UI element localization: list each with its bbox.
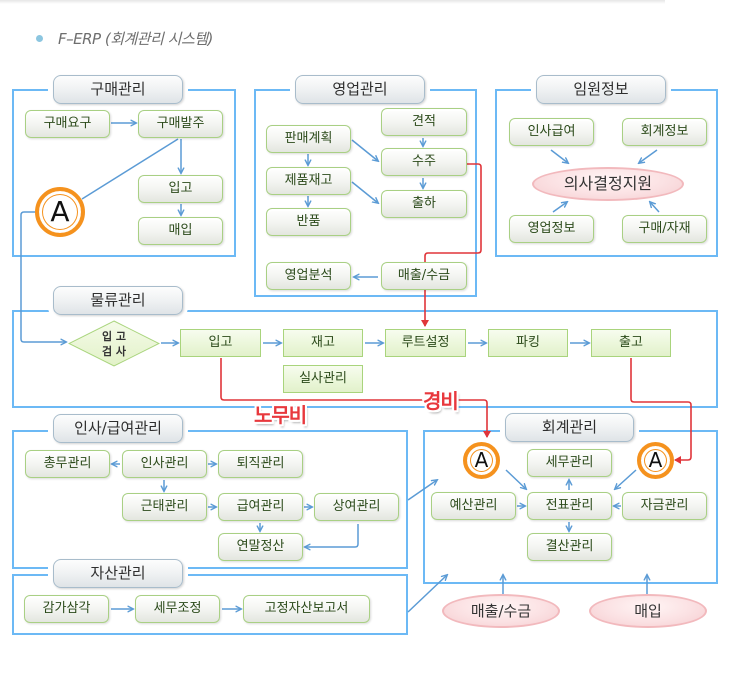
top-shadow bbox=[0, 0, 665, 4]
node-purchase-request[interactable]: 구매요구 bbox=[25, 110, 110, 138]
node-returns[interactable]: 반품 bbox=[266, 208, 351, 236]
section-title-sales: 영업관리 bbox=[295, 75, 425, 104]
flow-label-expense: 경비 bbox=[423, 389, 459, 413]
node-attendance[interactable]: 근태관리 bbox=[122, 493, 207, 521]
node-year-end-settlement[interactable]: 연말정산 bbox=[218, 533, 303, 561]
bullet-icon bbox=[36, 34, 43, 42]
flow-label-labor-cost: 노무비 bbox=[254, 403, 307, 427]
node-stock-audit[interactable]: 실사관리 bbox=[283, 365, 363, 393]
node-purchase-material[interactable]: 구매/자재 bbox=[622, 215, 707, 243]
node-tax-adjustment[interactable]: 세무조정 bbox=[135, 595, 220, 623]
node-picking[interactable]: 파킹 bbox=[488, 329, 568, 357]
diamond-shape bbox=[68, 320, 160, 367]
inspection-label-line1: 입 고 bbox=[101, 330, 127, 343]
connector-a-purchase: A bbox=[35, 187, 85, 237]
node-accounting-info[interactable]: 회계정보 bbox=[622, 118, 707, 146]
node-release[interactable]: 출고 bbox=[591, 329, 671, 357]
input-purchase[interactable]: 매입 bbox=[589, 594, 707, 628]
node-payroll[interactable]: 급여관리 bbox=[218, 493, 303, 521]
node-inventory[interactable]: 재고 bbox=[283, 329, 363, 357]
section-title-executive: 임원정보 bbox=[536, 75, 666, 104]
node-voucher[interactable]: 전표관리 bbox=[527, 492, 612, 520]
node-sales-collection[interactable]: 매출/수금 bbox=[381, 262, 467, 290]
node-sales-info[interactable]: 영업정보 bbox=[509, 215, 594, 243]
page-title-text: F–ERP (회계관리 시스템) bbox=[58, 29, 213, 48]
connector-a-accounting-left: A bbox=[463, 442, 500, 479]
section-hr bbox=[12, 430, 408, 569]
inspection-label-line2: 검 사 bbox=[101, 345, 127, 358]
inspection-label: 입 고 검 사 bbox=[68, 329, 160, 359]
node-purchase-receiving[interactable]: 입고 bbox=[138, 175, 223, 203]
node-hr-payroll-info[interactable]: 인사급여 bbox=[509, 118, 594, 146]
node-decision-support[interactable]: 의사결정지원 bbox=[532, 167, 684, 201]
section-assets bbox=[12, 574, 408, 635]
node-product-stock[interactable]: 제품재고 bbox=[266, 167, 351, 195]
node-retirement[interactable]: 퇴직관리 bbox=[218, 450, 303, 478]
connector-a-accounting-right: A bbox=[637, 442, 674, 479]
input-sales-collection[interactable]: 매출/수금 bbox=[442, 594, 560, 628]
node-funds[interactable]: 자금관리 bbox=[622, 492, 707, 520]
node-general-affairs[interactable]: 총무관리 bbox=[25, 450, 110, 478]
node-receiving-inspection[interactable]: 입 고 검 사 bbox=[68, 320, 160, 367]
node-fixed-asset-report[interactable]: 고정자산보고서 bbox=[243, 595, 370, 623]
node-sales-analysis[interactable]: 영업분석 bbox=[266, 262, 351, 290]
node-depreciation[interactable]: 감가삼각 bbox=[24, 595, 109, 623]
node-sales-plan[interactable]: 판매계획 bbox=[266, 125, 351, 153]
node-bonus[interactable]: 상여관리 bbox=[314, 493, 399, 521]
node-shipment[interactable]: 출하 bbox=[381, 190, 467, 218]
node-route-setting[interactable]: 루트설정 bbox=[385, 329, 466, 357]
page-title: F–ERP (회계관리 시스템) bbox=[36, 28, 213, 48]
section-title-assets: 자산관리 bbox=[53, 559, 183, 588]
node-personnel[interactable]: 인사관리 bbox=[122, 450, 207, 478]
node-purchase-order[interactable]: 구매발주 bbox=[138, 110, 223, 138]
section-title-logistics: 물류관리 bbox=[53, 286, 183, 315]
section-title-accounting: 회계관리 bbox=[505, 413, 634, 442]
node-purchase-purchase[interactable]: 매입 bbox=[138, 217, 223, 245]
node-tax-management[interactable]: 세무관리 bbox=[527, 449, 612, 477]
node-quotation[interactable]: 견적 bbox=[381, 108, 467, 136]
node-logistics-receiving[interactable]: 입고 bbox=[180, 329, 261, 357]
section-title-hr: 인사/급여관리 bbox=[53, 414, 183, 443]
node-budget[interactable]: 예산관리 bbox=[431, 492, 516, 520]
section-title-purchase: 구매관리 bbox=[53, 75, 183, 104]
node-closing[interactable]: 결산관리 bbox=[527, 533, 612, 561]
node-order-receipt[interactable]: 수주 bbox=[381, 148, 467, 176]
